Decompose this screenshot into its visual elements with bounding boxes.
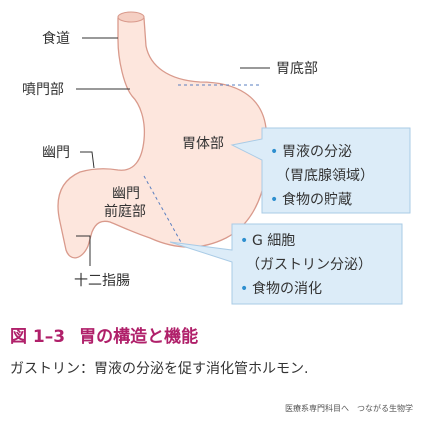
fundus-label: 胃底部	[276, 61, 318, 77]
body-bullet-1: •	[270, 144, 278, 160]
antrum-item-2: （ガストリン分泌）	[246, 257, 372, 273]
duodenum-leader	[76, 235, 91, 266]
body-function-box: • 胃液の分泌 （胃底腺領域） • 食物の貯蔵	[230, 127, 411, 214]
body-item-3: 食物の貯蔵	[282, 191, 352, 208]
antrum-item-1: G 細胞	[252, 233, 295, 249]
figure-credit: 医療系専門科目へ つながる生物学	[285, 404, 413, 413]
body-label: 胃体部	[182, 136, 224, 152]
pylorus-label: 幽門	[42, 145, 70, 161]
antrum-bullet-1: •	[240, 233, 248, 249]
antrum-label-line2: 前庭部	[104, 203, 146, 220]
antrum-bullet-3: •	[240, 281, 248, 297]
body-item-2: （胃底腺領域）	[276, 167, 374, 184]
figure-number: 図 1–3	[10, 327, 66, 347]
esophagus-opening	[117, 11, 145, 23]
body-bullet-3: •	[270, 192, 278, 208]
duodenum-label: 十二指腸	[74, 273, 130, 289]
figure-title: 図 1–3 胃の構造と機能	[10, 322, 198, 347]
antrum-item-3: 食物の消化	[252, 280, 322, 297]
cardia-label: 噴門部	[22, 82, 64, 98]
antrum-boundary-line	[143, 175, 183, 245]
figure-title-text: 胃の構造と機能	[79, 327, 199, 347]
stomach-shape	[57, 12, 269, 259]
antrum-label-line1: 幽門	[112, 186, 140, 202]
pylorus-leader	[80, 151, 95, 169]
figure-caption: ガストリン：胃液の分泌を促す消化管ホルモン.	[10, 361, 309, 377]
antrum-function-box: • G 細胞 （ガストリン分泌） • 食物の消化	[169, 223, 403, 305]
body-item-1: 胃液の分泌	[282, 144, 352, 160]
esophagus-label: 食道	[42, 30, 70, 47]
